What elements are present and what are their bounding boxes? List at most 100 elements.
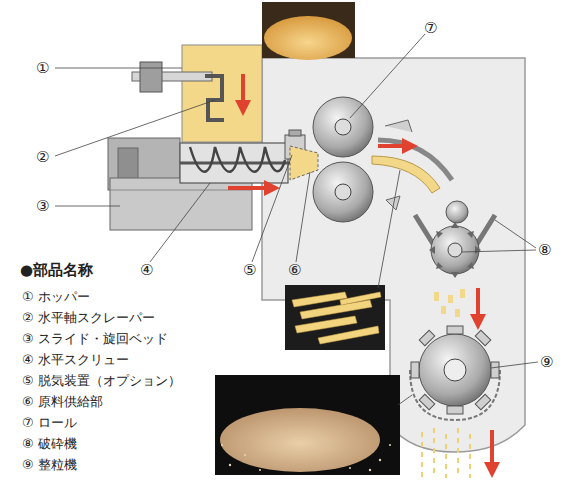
granulator-part-part — [447, 406, 463, 414]
deaeration-unit-part — [289, 130, 301, 136]
granulator-part-part — [421, 432, 423, 478]
granule-photo-part-part — [244, 454, 246, 456]
compaction-rolls — [313, 97, 373, 222]
screw-feeder-part — [190, 147, 285, 172]
leader-lines-part — [350, 34, 425, 118]
compacted-sheet — [372, 120, 452, 210]
section-heading: ●部品名称 — [20, 262, 93, 279]
granulator-part-part — [475, 330, 491, 346]
callout-number: ③ — [36, 198, 49, 215]
granulator — [410, 326, 500, 478]
part-name: ① ホッパー — [22, 290, 90, 304]
granule-photo-part-part — [349, 467, 351, 469]
scraper — [132, 62, 224, 120]
granule-photo-part-part — [389, 444, 391, 446]
flake-photo-part-part — [292, 292, 347, 307]
part-name: ⑤ 脱気装置（オプション） — [22, 374, 181, 388]
part-name: ④ 水平スクリュー — [22, 353, 129, 367]
compaction-rolls-part — [313, 162, 373, 222]
granule-photo — [215, 375, 400, 475]
granulator-part-part — [411, 362, 419, 378]
hopper-part — [182, 45, 262, 142]
flake-photo-part-part — [295, 316, 357, 333]
crusher-part — [460, 289, 465, 298]
granulator-part-part — [433, 428, 435, 478]
granulator-part-part — [419, 330, 435, 346]
granulator-part — [411, 326, 499, 414]
flake-photo-part-part — [340, 292, 381, 305]
compacted-sheet-part — [378, 140, 452, 180]
leader-lines-part — [296, 172, 310, 262]
material-feeder — [290, 146, 318, 180]
part-name: ⑧ 破砕機 — [22, 437, 77, 451]
part-name: ⑦ ロール — [22, 416, 77, 430]
compacted-sheet-part — [378, 144, 410, 148]
material-feeder-part — [290, 146, 318, 180]
crusher-part — [446, 201, 468, 223]
scraper-part — [205, 76, 224, 120]
granule-photo-part — [220, 408, 380, 472]
hopper — [182, 45, 262, 142]
leader-lines-part — [378, 170, 400, 288]
callout-number: ② — [36, 149, 49, 166]
callout-number: ⑤ — [243, 262, 256, 279]
leader-lines-part — [495, 220, 536, 248]
leader-lines-part — [55, 206, 120, 207]
crusher-part — [448, 295, 453, 303]
granule-photo-part-part — [229, 464, 231, 466]
granulator-part-part — [445, 434, 447, 478]
granule-photo-part — [215, 375, 400, 475]
part-name: ③ スライド・旋回ベッド — [22, 332, 168, 346]
leader-lines-part — [491, 362, 538, 368]
granulator-part — [419, 334, 491, 406]
leader-lines-part — [398, 395, 412, 405]
granulator-part — [444, 359, 466, 381]
crusher-part — [434, 292, 439, 301]
leader-lines-part — [462, 250, 536, 252]
compacted-sheet-part — [372, 156, 440, 193]
flake-photo-part-part — [300, 300, 372, 319]
granulator-part-part — [475, 394, 491, 410]
granulator-part-part — [419, 394, 435, 410]
crusher-part — [441, 306, 446, 314]
granule-photo-part-part — [379, 459, 381, 461]
granule-photo-part-part — [369, 469, 371, 471]
leader-lines-part — [55, 100, 215, 156]
compaction-rolls-part — [335, 119, 351, 135]
screw-feeder-part — [228, 186, 272, 190]
compaction-rolls-part — [335, 184, 351, 200]
screw-feeder — [180, 143, 292, 188]
crusher-part — [448, 243, 462, 257]
scraper-part — [140, 62, 162, 92]
crusher-part — [476, 288, 480, 322]
crusher — [415, 201, 495, 322]
leader-lines-part — [252, 155, 292, 262]
callout-number: ⑧ — [538, 242, 551, 259]
part-name: ② 水平軸スクレーパー — [22, 311, 155, 325]
callout-number: ⑥ — [288, 262, 301, 279]
leader-lines-part — [55, 68, 182, 69]
flake-photo — [285, 285, 385, 350]
slide-bed-part — [110, 178, 252, 230]
leader-lines — [55, 34, 538, 405]
hopper-part — [241, 74, 245, 108]
flake-photo-part — [292, 292, 381, 344]
part-name: ⑥ 原料供給部 — [22, 395, 103, 409]
part-name: ⑨ 整粒機 — [22, 458, 77, 472]
leader-lines-part — [150, 183, 210, 262]
flake-photo-part — [285, 285, 385, 350]
granulator-part-part — [469, 434, 471, 478]
granulator-part — [422, 428, 470, 478]
granulator-part-part — [457, 428, 459, 478]
crusher-part — [455, 309, 460, 317]
powder-photo-part — [264, 16, 352, 60]
drive-motor-part — [118, 148, 138, 180]
granule-photo-part-part — [221, 444, 223, 446]
granulator-part-part — [447, 326, 463, 334]
compacted-sheet-part — [385, 120, 412, 132]
granule-photo-part-part — [259, 469, 261, 471]
slide-bed — [110, 178, 252, 230]
granulator-part-part — [491, 362, 499, 378]
